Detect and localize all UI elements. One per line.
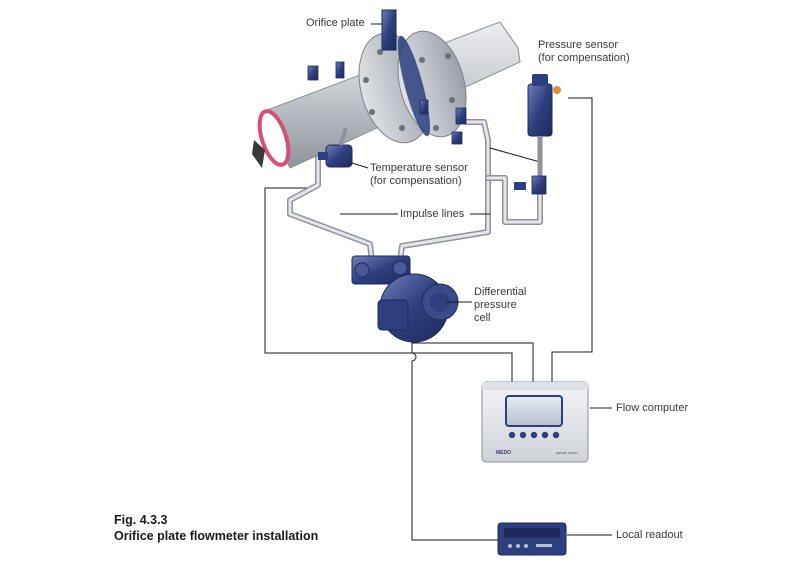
label-orifice-plate: Orifice plate <box>306 17 365 29</box>
label-leaders <box>340 23 490 303</box>
orifice-plate <box>381 9 397 51</box>
figure-caption: Fig. 4.3.3 Orifice plate flowmeter insta… <box>114 512 318 544</box>
pressure-sensor <box>514 74 561 195</box>
local-readout <box>497 522 567 556</box>
label-pressure-sensor: Pressure sensor (for compensation) <box>538 39 630 64</box>
pipe-cut-section <box>257 109 291 167</box>
flow-computer-brand: MEDO <box>496 450 511 456</box>
wire-pressure-to-computer <box>551 97 593 383</box>
label-local-readout: Local readout <box>616 529 683 541</box>
figure-title: Orifice plate flowmeter installation <box>114 529 319 543</box>
wire-dp-cell-to-computer <box>411 335 534 383</box>
tapping-valves <box>307 61 467 145</box>
impulse-lines-tubing <box>287 119 543 265</box>
label-temperature-sensor: Temperature sensor (for compensation) <box>370 162 468 187</box>
flow-computer-screen <box>505 395 563 427</box>
label-dp-cell: Differential pressure cell <box>474 286 527 324</box>
wire-temperature-to-computer <box>264 187 513 383</box>
figure-number: Fig. 4.3.3 <box>114 513 168 527</box>
wire-dp-cell-to-readout <box>411 343 500 541</box>
flow-computer: MEDO spirax sarco <box>481 381 589 463</box>
flow-computer-buttons <box>508 431 560 439</box>
label-flow-computer: Flow computer <box>616 402 689 414</box>
flow-direction-arrow <box>252 140 265 168</box>
flow-computer-logo: spirax sarco <box>556 450 578 455</box>
temperature-sensor <box>318 127 353 168</box>
differential-pressure-cell <box>351 255 459 343</box>
label-impulse-lines: Impulse lines <box>400 208 465 220</box>
